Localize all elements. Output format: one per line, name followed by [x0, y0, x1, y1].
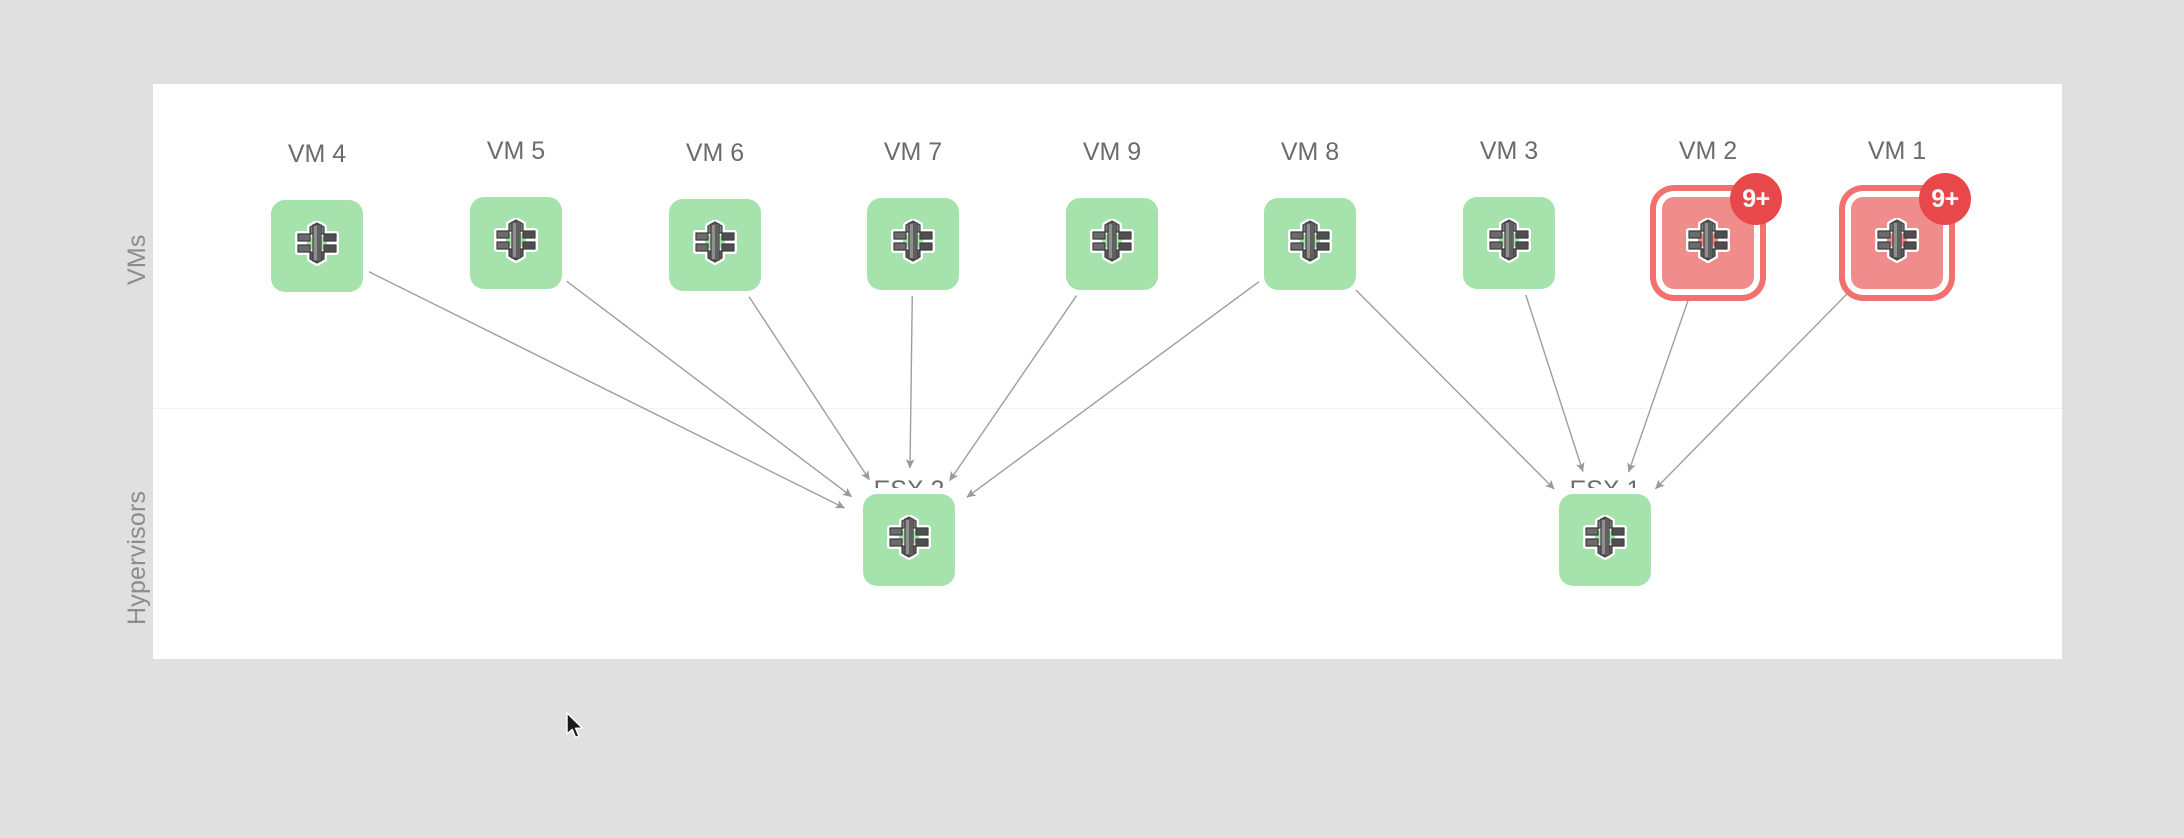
vm-label: VM 3: [1479, 137, 1539, 165]
vm-label: VM 8: [1280, 138, 1340, 166]
vm-label: VM 7: [883, 138, 943, 166]
server-icon: [1090, 219, 1134, 264]
vm-icon-box[interactable]: [1066, 198, 1158, 290]
vm-label: VM 6: [685, 139, 745, 167]
vm-icon-box[interactable]: [1264, 198, 1356, 290]
server-icon: [1487, 218, 1531, 263]
server-icon: [1288, 219, 1332, 264]
vm-icon-box[interactable]: [1463, 197, 1555, 289]
hypervisor-icon-box[interactable]: [1559, 494, 1651, 586]
mouse-cursor: [566, 712, 584, 739]
vm-icon-box[interactable]: [1662, 197, 1754, 289]
lane-divider: [153, 408, 2062, 409]
alert-count-badge[interactable]: 9+: [1730, 173, 1782, 225]
server-icon: [891, 219, 935, 264]
vm-icon-box[interactable]: [1851, 197, 1943, 289]
graph-canvas[interactable]: [153, 84, 2062, 659]
hypervisor-icon-box[interactable]: [863, 494, 955, 586]
server-icon: [1583, 515, 1627, 560]
server-icon: [1875, 218, 1919, 263]
vm-icon-box[interactable]: [867, 198, 959, 290]
axis-label-hypervisors: Hypervisors: [123, 490, 151, 625]
vm-icon-box[interactable]: [669, 199, 761, 291]
server-icon: [295, 221, 339, 266]
vm-label: VM 5: [486, 137, 546, 165]
vm-label: VM 1: [1867, 137, 1927, 165]
vm-label: VM 4: [287, 140, 347, 168]
server-icon: [887, 515, 931, 560]
vm-label: VM 2: [1678, 137, 1738, 165]
alert-count-badge[interactable]: 9+: [1919, 173, 1971, 225]
vm-label: VM 9: [1082, 138, 1142, 166]
server-icon: [693, 220, 737, 265]
axis-label-vms: VMs: [123, 234, 151, 285]
vm-icon-box[interactable]: [470, 197, 562, 289]
server-icon: [494, 218, 538, 263]
server-icon: [1686, 218, 1730, 263]
vm-icon-box[interactable]: [271, 200, 363, 292]
